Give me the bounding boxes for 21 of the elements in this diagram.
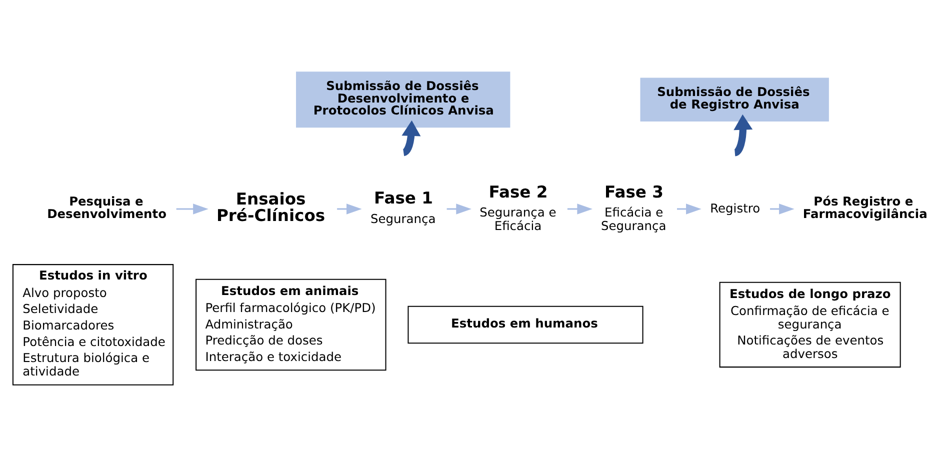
arrow [677, 204, 702, 214]
node-text: Ensaios Pré-Clínicos [216, 190, 326, 226]
arrow [770, 204, 794, 214]
arrow [176, 204, 208, 214]
node-box: Estudos em animais Perfil farmacológico (PK/PD) Administração Predicção de doses Interação e toxicidade [196, 278, 386, 371]
node-box: Submissão de Dossiês Desenvolvimento e Protocolos Clínicos Anvisa [296, 72, 510, 128]
node-text: Pesquisa e Desenvolvimento [47, 194, 166, 221]
node-box: Estudos in vitro Alvo proposto Seletividade Biomarcadores Potência e citotoxidade Estrutura biológica e atividade [12, 264, 174, 386]
node-box: Estudos de longo prazo Confirmação de eficácia e segurança Notificações de eventos adversos [719, 282, 901, 368]
arrow [337, 204, 362, 214]
node-text: Fase 2 Segurança e Eficácia [480, 182, 556, 233]
arrow [402, 120, 421, 156]
node-text: Registro [710, 202, 760, 216]
node-box: Estudos em humanos [408, 306, 644, 344]
arrow [446, 204, 472, 214]
node-text: Fase 1 Segurança [370, 188, 436, 226]
arrow [567, 204, 592, 214]
node-box: Submissão de Dossiês de Registro Anvisa [640, 78, 829, 122]
node-text: Pós Registro e Farmacovigilância [802, 194, 928, 221]
node-text: Fase 3 Eficácia e Segurança [600, 182, 666, 233]
arrow [734, 114, 753, 156]
